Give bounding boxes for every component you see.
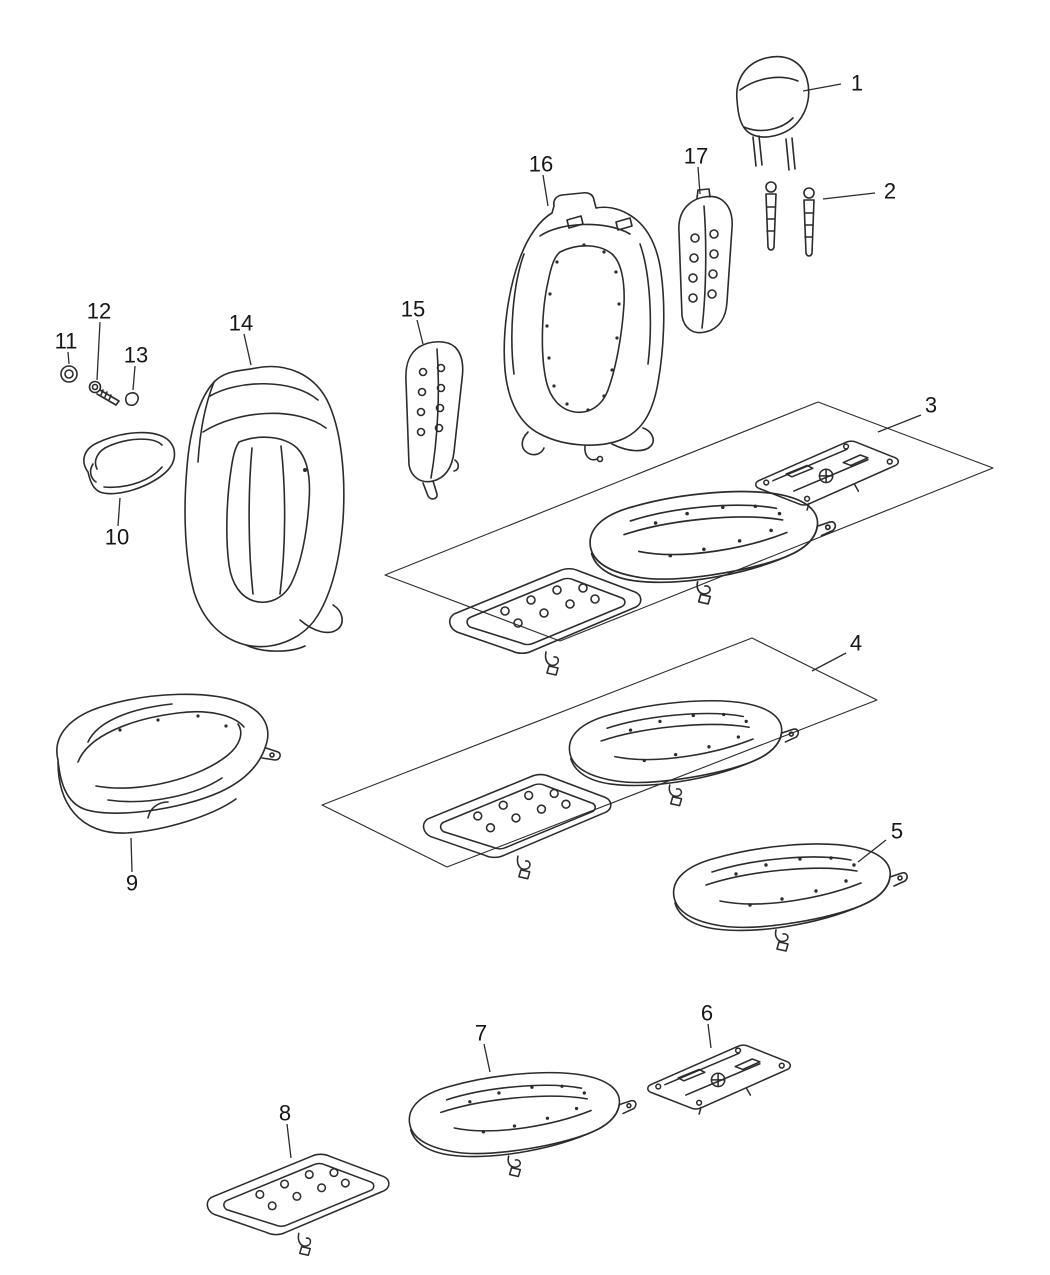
seat-back: [184, 365, 345, 652]
callout-number: 3: [925, 393, 937, 418]
callout-11: 11: [55, 329, 78, 365]
callout-leader: [96, 321, 101, 381]
callout-9: 9: [126, 837, 138, 896]
retainer-clip: [124, 392, 139, 407]
callout-leader: [416, 319, 424, 345]
callout-leader: [707, 1023, 712, 1049]
callout-leader: [67, 351, 70, 365]
callout-number: 10: [105, 525, 129, 550]
callout-leader: [132, 365, 136, 391]
callout-number: 6: [701, 1001, 713, 1026]
callout-number: 14: [229, 311, 253, 336]
callout-leader: [483, 1043, 491, 1073]
callout-12: 12: [87, 299, 111, 381]
seat-back-panel-left: [405, 340, 464, 500]
callout-leader: [877, 414, 922, 433]
callout-number: 7: [475, 1021, 487, 1046]
seat-cushion-foam: [408, 1071, 637, 1178]
callout-13: 13: [124, 343, 148, 391]
callout-leader: [822, 192, 876, 200]
seat-frame-part: [755, 440, 900, 511]
callout-leader: [243, 333, 252, 366]
callout-number: 5: [891, 819, 903, 844]
callout-leader: [286, 1123, 292, 1159]
callout-number: 8: [279, 1101, 291, 1126]
seat-cushion-foam: [672, 843, 908, 952]
seat-cushion-7: [408, 1071, 637, 1178]
callout-5: 5: [857, 819, 903, 863]
callout-16: 16: [529, 152, 553, 207]
callout-number: 17: [684, 144, 708, 169]
seat-heater-mat: [448, 567, 642, 676]
seat-back-pad: [503, 191, 665, 463]
headrest-guide-left: [765, 181, 777, 251]
headrest-guide-right: [803, 187, 815, 257]
callout-10: 10: [105, 497, 129, 550]
seat-cushion-cover: [56, 693, 281, 834]
callout-7: 7: [475, 1021, 491, 1073]
callout-15: 15: [401, 297, 425, 345]
callout-number: 13: [124, 343, 148, 368]
seat-cushion-foam: [589, 490, 837, 605]
callout-leader: [542, 174, 549, 207]
callout-4: 4: [811, 631, 862, 672]
seat-cushion-assembly-4: [321, 637, 878, 880]
callout-leader: [802, 83, 842, 92]
callout-number: 1: [851, 71, 863, 96]
nut-fastener: [60, 365, 78, 383]
seat-frame-6: [647, 1044, 792, 1115]
seat-heater-mat: [206, 1153, 390, 1257]
callout-3: 3: [877, 393, 937, 433]
callout-leader: [697, 166, 701, 195]
heater-mat-8: [206, 1153, 390, 1257]
seat-cushion-assembly-3: [384, 401, 994, 676]
callout-number: 15: [401, 297, 425, 322]
callout-number: 9: [126, 871, 138, 896]
seat-cushion-5: [672, 843, 908, 952]
callout-number: 4: [850, 631, 862, 656]
seat-cushion-foam: [568, 700, 800, 807]
callout-leader: [130, 837, 133, 873]
callout-2: 2: [822, 179, 896, 204]
headrest-guide-sleeves: [765, 181, 815, 257]
screw-fastener: [88, 380, 120, 406]
callout-number: 16: [529, 152, 553, 177]
seat-frame-part: [647, 1044, 792, 1115]
callout-1: 1: [802, 71, 863, 96]
callout-8: 8: [279, 1101, 292, 1159]
callout-14: 14: [229, 311, 253, 366]
callout-number: 12: [87, 299, 111, 324]
callout-leader: [811, 652, 847, 672]
callout-17: 17: [684, 144, 708, 195]
armrest: [83, 431, 176, 495]
callout-leader: [857, 839, 887, 863]
seat-back-panel-right: [678, 188, 733, 334]
seat-heater-mat: [422, 773, 612, 880]
callout-number: 11: [55, 329, 78, 354]
headrest: [736, 55, 810, 171]
callout-leader: [117, 497, 121, 527]
callout-6: 6: [701, 1001, 713, 1049]
callout-number: 2: [884, 179, 896, 204]
